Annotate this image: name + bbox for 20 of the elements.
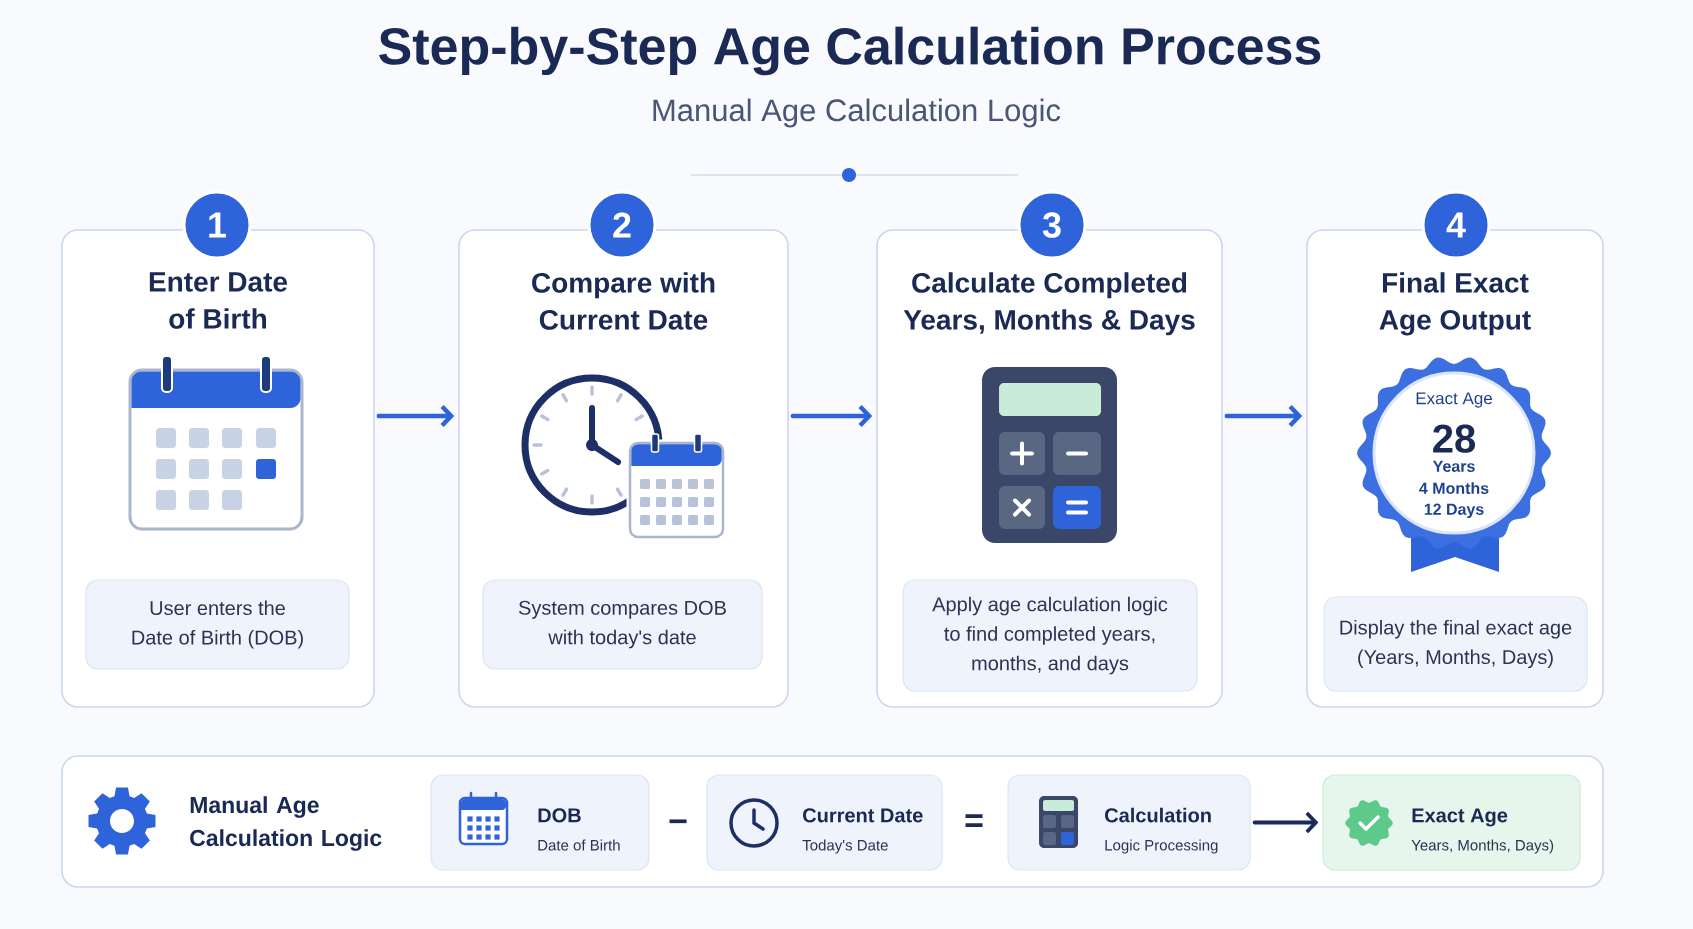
arrow [376,404,455,428]
info-box: Exact Age Years, Months, Days) [1322,774,1581,871]
age-badge: Exact Age 28 Years 4 Months 12 Days [1357,357,1551,572]
description-box: Display the final exact age (Years, Months, Days) [1323,596,1588,692]
equals-sign: = [965,814,983,827]
title: Step-by-Step Age Calculation Process [379,26,1321,76]
description-box: System compares DOB with today's date [482,579,763,670]
arrow [1224,404,1303,428]
info-box: Current Date Today's Date [706,774,943,871]
description-box: Apply age calculation logic to find completed years, months, and days [902,579,1198,692]
arrow [790,404,873,428]
info-box: Calculation Logic Processing [1007,774,1251,871]
step-number: 1 [182,190,252,260]
description-box: User enters the Date of Birth (DOB) [85,579,350,670]
step-number: 4 [1421,190,1491,260]
step-number: 3 [1017,190,1087,260]
subtitle: Manual Age Calculation Logic [653,98,1061,128]
minus-sign: − [669,819,687,824]
arrow [1252,811,1319,834]
step-number: 2 [587,190,657,260]
